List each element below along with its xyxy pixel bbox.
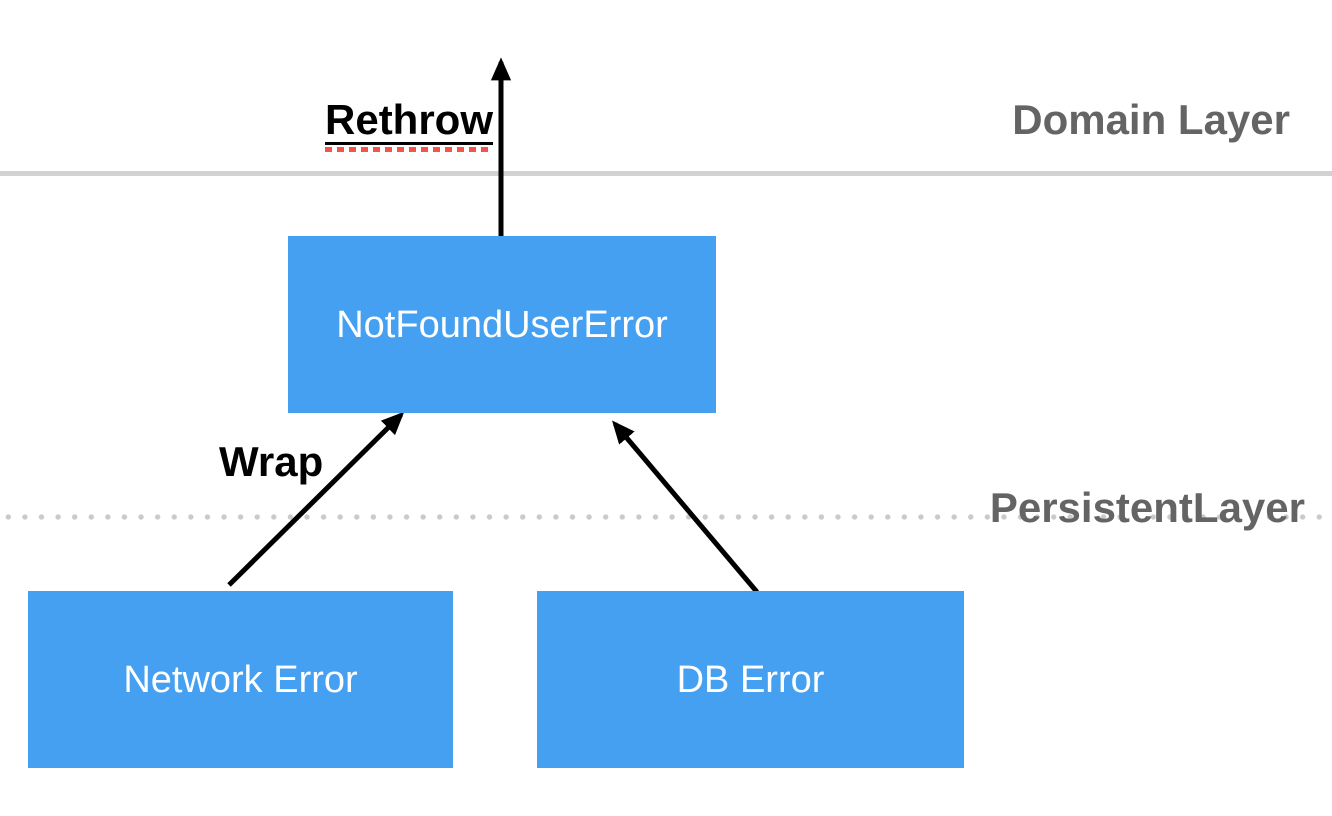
- wrap-arrow: [227, 411, 405, 587]
- rethrow-spellcheck-underline: [325, 147, 493, 152]
- node-network-error-label: Network Error: [123, 658, 358, 701]
- rethrow-edge-label-text: Rethrow: [325, 96, 493, 145]
- domain-layer-label: Domain Layer: [1012, 96, 1290, 143]
- node-db-error-label: DB Error: [676, 658, 825, 701]
- node-db-error: DB Error: [537, 591, 964, 768]
- node-network-error: Network Error: [28, 591, 453, 768]
- node-notfounduser-error-label: NotFoundUserError: [336, 303, 668, 346]
- domain-layer-divider: [0, 171, 1332, 176]
- db-error-arrow: [612, 420, 759, 594]
- persistent-layer-label: PersistentLayer: [989, 484, 1305, 531]
- rethrow-edge-label: Rethrow: [325, 99, 493, 152]
- persistent-layer-divider: [0, 514, 1332, 520]
- node-notfounduser-error: NotFoundUserError: [288, 236, 716, 413]
- wrap-edge-label: Wrap: [219, 438, 324, 485]
